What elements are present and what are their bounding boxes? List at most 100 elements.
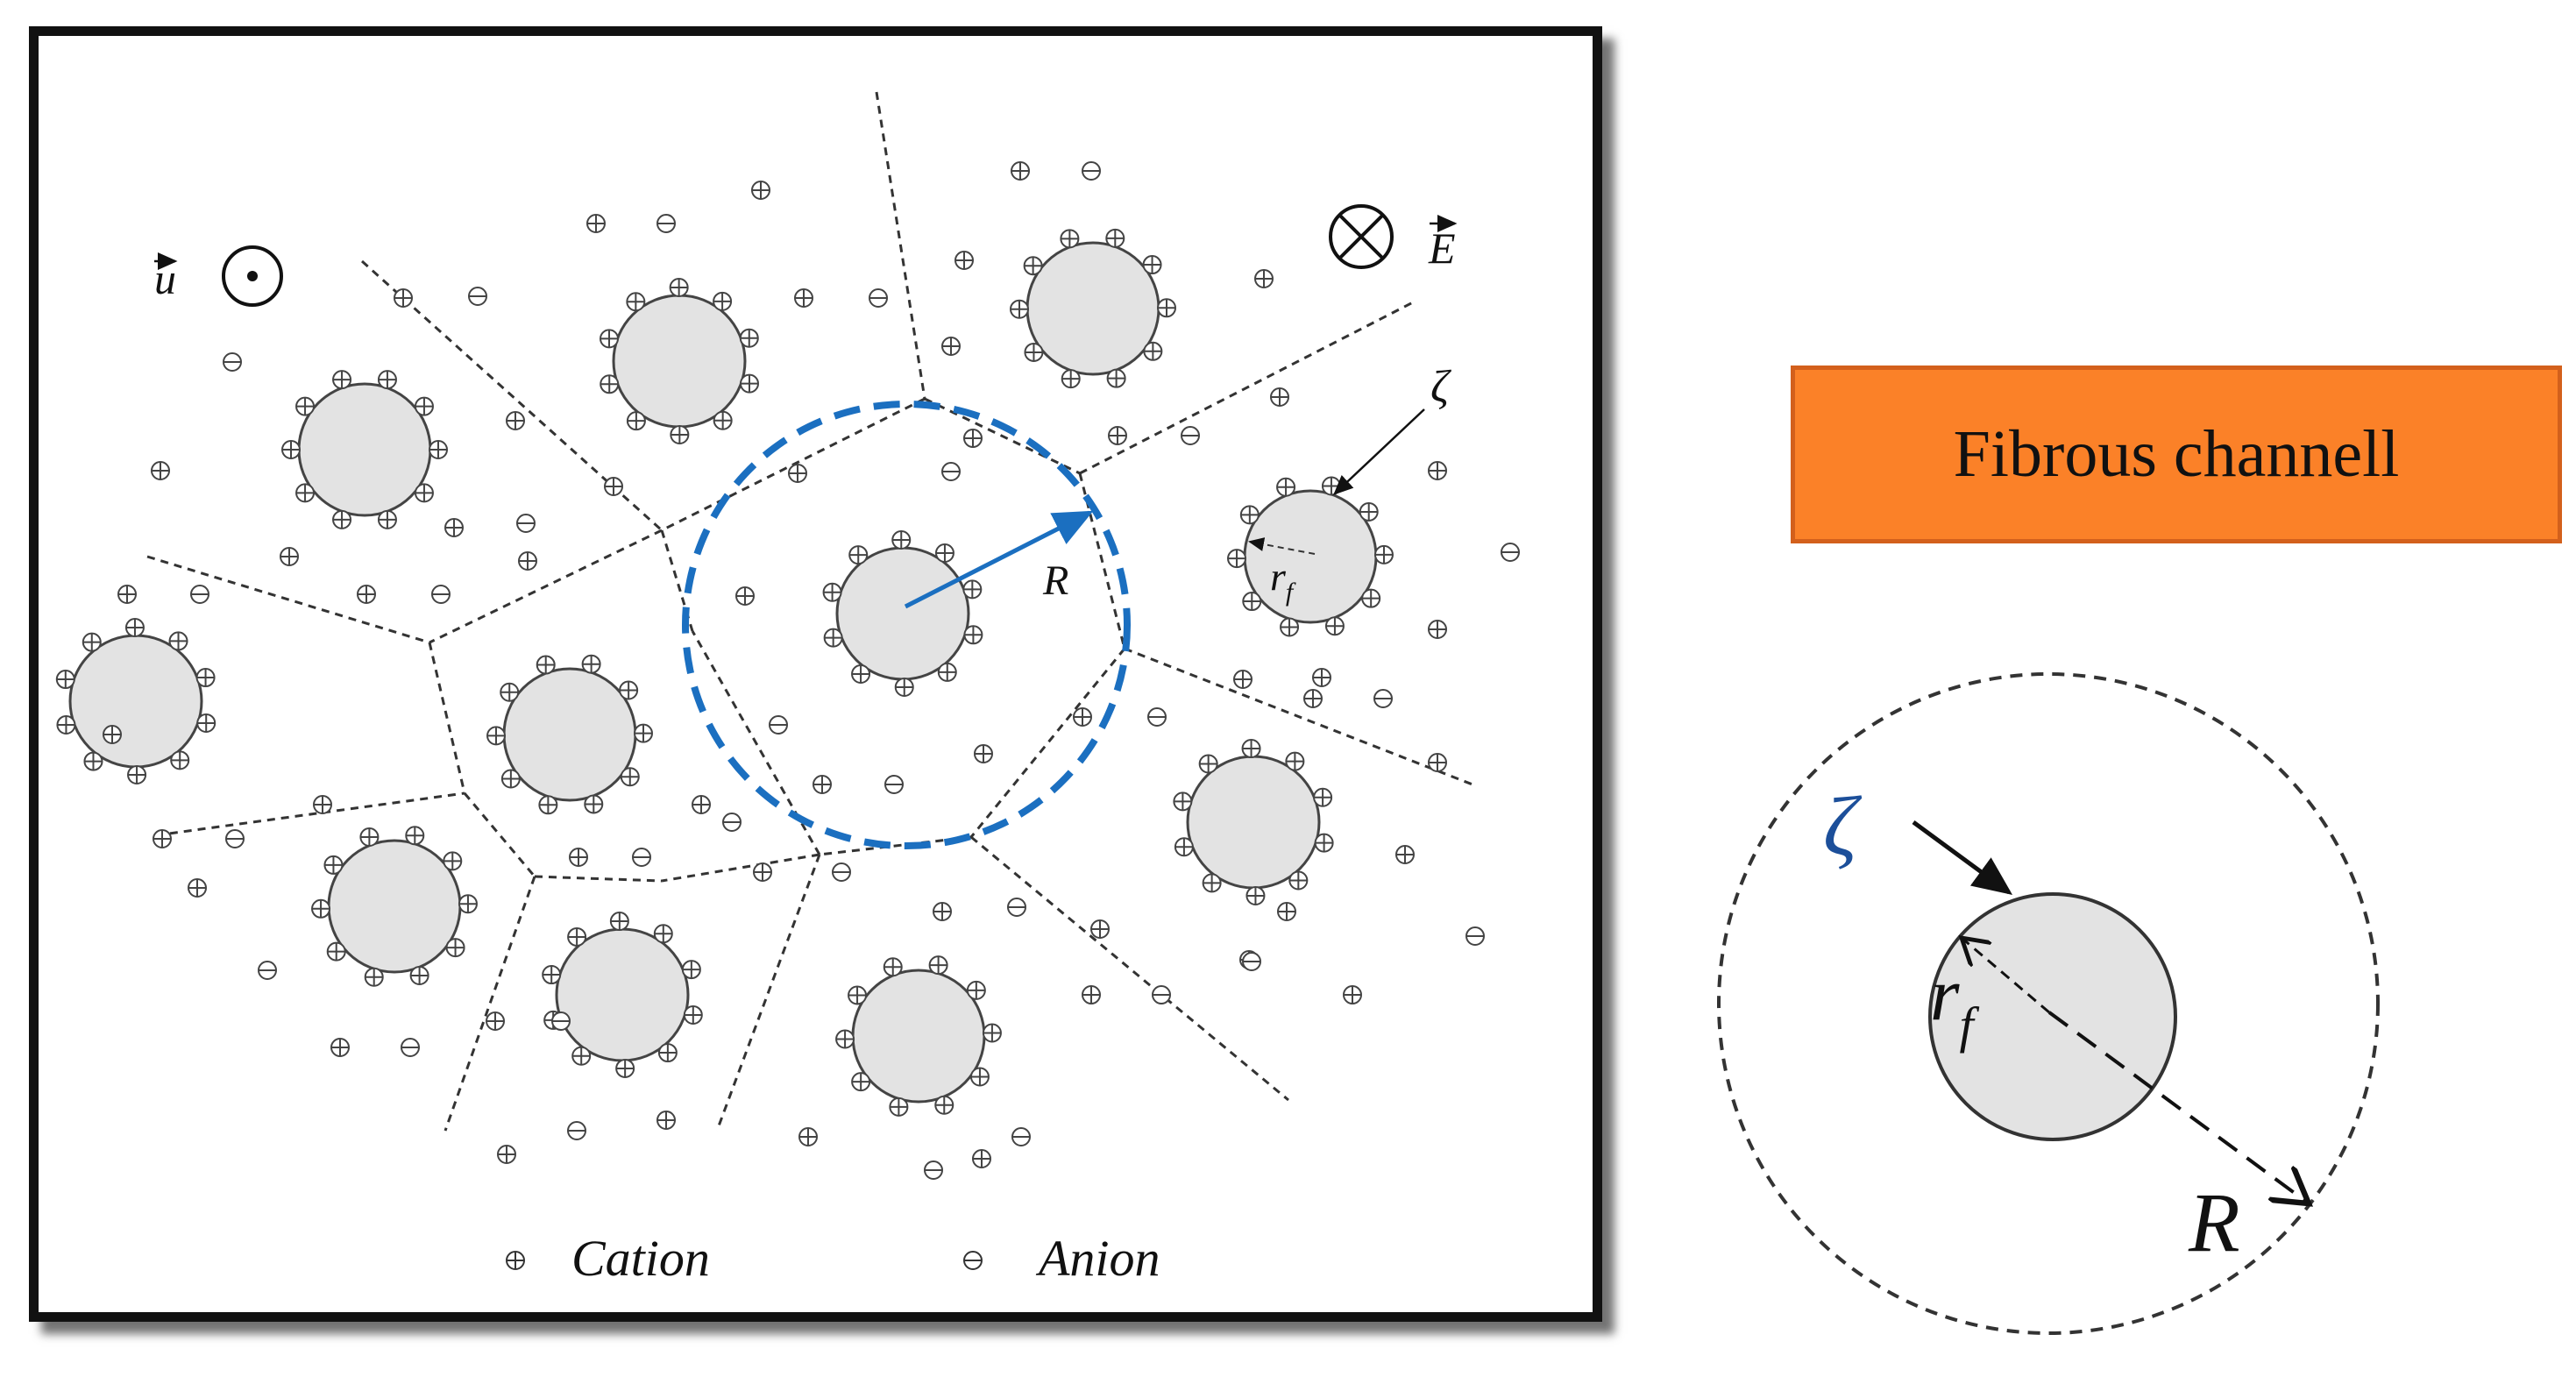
schematic-radius-arrow — [2047, 1011, 2309, 1203]
cation-icon — [332, 509, 352, 529]
cation-icon — [1108, 426, 1127, 445]
anion-icon — [401, 1038, 420, 1057]
cation-icon — [1173, 791, 1193, 812]
anion-icon — [1501, 543, 1520, 562]
cation-icon — [962, 579, 983, 600]
anion-icon — [190, 585, 209, 604]
cation-icon — [1011, 161, 1030, 181]
cation-icon — [1288, 870, 1309, 891]
cation-icon — [600, 374, 620, 394]
cation-icon — [1105, 228, 1125, 248]
cation-icon — [56, 714, 76, 735]
cation-icon — [934, 1095, 954, 1115]
cation-icon — [835, 1029, 855, 1049]
radius-arrow — [904, 510, 1094, 609]
fiber — [327, 839, 462, 974]
cation-icon — [1142, 255, 1162, 275]
cation-icon — [330, 1038, 350, 1057]
cation-icon — [1361, 588, 1381, 608]
cation-icon — [409, 965, 429, 985]
cation-icon — [633, 723, 653, 743]
anion-icon — [258, 961, 277, 980]
anion-icon — [468, 287, 487, 306]
anion-icon — [832, 862, 851, 882]
zeta-label: ζ — [1430, 362, 1451, 412]
out-of-page-dot — [247, 271, 258, 281]
cation-icon — [1303, 689, 1323, 708]
cation-icon — [536, 655, 556, 675]
cation-icon — [974, 744, 993, 763]
zeta-arrow — [1333, 408, 1425, 495]
anion-legend-icon — [963, 1251, 983, 1270]
fiber — [851, 969, 986, 1104]
cation-icon — [281, 440, 301, 459]
cation-icon — [127, 764, 147, 784]
cation-icon — [55, 670, 75, 690]
cation-icon — [1312, 668, 1331, 687]
cation-icon — [1082, 985, 1101, 1004]
anion-icon — [656, 214, 676, 233]
cation-legend-label: Cation — [571, 1230, 710, 1287]
anion-icon — [1082, 161, 1101, 181]
anion-icon — [1373, 689, 1393, 708]
fibrous-channel-text: Fibrous channell — [1953, 417, 2400, 491]
fiber — [1243, 489, 1378, 624]
anion-icon — [1152, 985, 1171, 1004]
ions-layer — [55, 161, 1520, 1180]
cation-icon — [626, 411, 646, 431]
cation-icon — [982, 1023, 1002, 1043]
cation-icon — [657, 1043, 678, 1063]
schematic-zeta-arrow — [1912, 820, 2013, 895]
cation-icon — [894, 677, 914, 697]
cation-icon — [656, 1111, 676, 1130]
cation-icon — [168, 631, 188, 651]
cation-icon — [364, 967, 384, 987]
cation-icon — [1373, 544, 1394, 564]
fiber — [297, 382, 432, 517]
outer-cell-circle — [1717, 672, 2380, 1335]
cation-icon — [1242, 592, 1262, 612]
cation-icon — [615, 1058, 635, 1078]
cation-icon — [941, 337, 961, 356]
cation-icon — [751, 181, 770, 200]
cation-icon — [1276, 477, 1296, 497]
fiber — [1025, 241, 1160, 376]
anion-icon — [1465, 926, 1485, 946]
cation-icon — [196, 713, 216, 733]
cation-icon — [1324, 616, 1345, 636]
cation-icon — [798, 1127, 818, 1146]
cation-icon — [571, 1046, 592, 1066]
cation-icon — [620, 767, 640, 787]
cation-icon — [586, 214, 606, 233]
cation-icon — [692, 795, 711, 814]
cation-icon — [1428, 461, 1447, 480]
cation-icon — [670, 424, 690, 444]
anion-icon — [722, 813, 742, 832]
cation-icon — [323, 855, 344, 875]
cation-icon — [311, 898, 331, 919]
cation-icon — [848, 545, 869, 565]
cation-icon — [794, 288, 813, 308]
cation-icon — [963, 429, 983, 448]
cation-icon — [963, 625, 983, 645]
cation-icon — [1239, 505, 1260, 525]
fiber — [835, 546, 970, 681]
cation-icon — [458, 894, 478, 914]
fiber — [502, 667, 637, 802]
cation-icon — [1245, 885, 1266, 905]
cation-icon — [1202, 873, 1222, 893]
cation-icon — [1270, 387, 1289, 407]
cation-icon — [1428, 620, 1447, 639]
cation-icon — [280, 547, 299, 566]
cation-icon — [542, 965, 562, 985]
anion-icon — [769, 715, 788, 735]
cation-icon — [429, 440, 448, 459]
anion-icon — [516, 514, 536, 533]
cell-boundary-lines — [146, 91, 1473, 1132]
cation-icon — [1314, 833, 1334, 853]
cation-icon — [848, 985, 868, 1005]
cation-icon — [788, 464, 807, 483]
cation-icon — [851, 664, 871, 684]
cation-icon — [357, 585, 376, 604]
anion-icon — [1007, 898, 1026, 917]
